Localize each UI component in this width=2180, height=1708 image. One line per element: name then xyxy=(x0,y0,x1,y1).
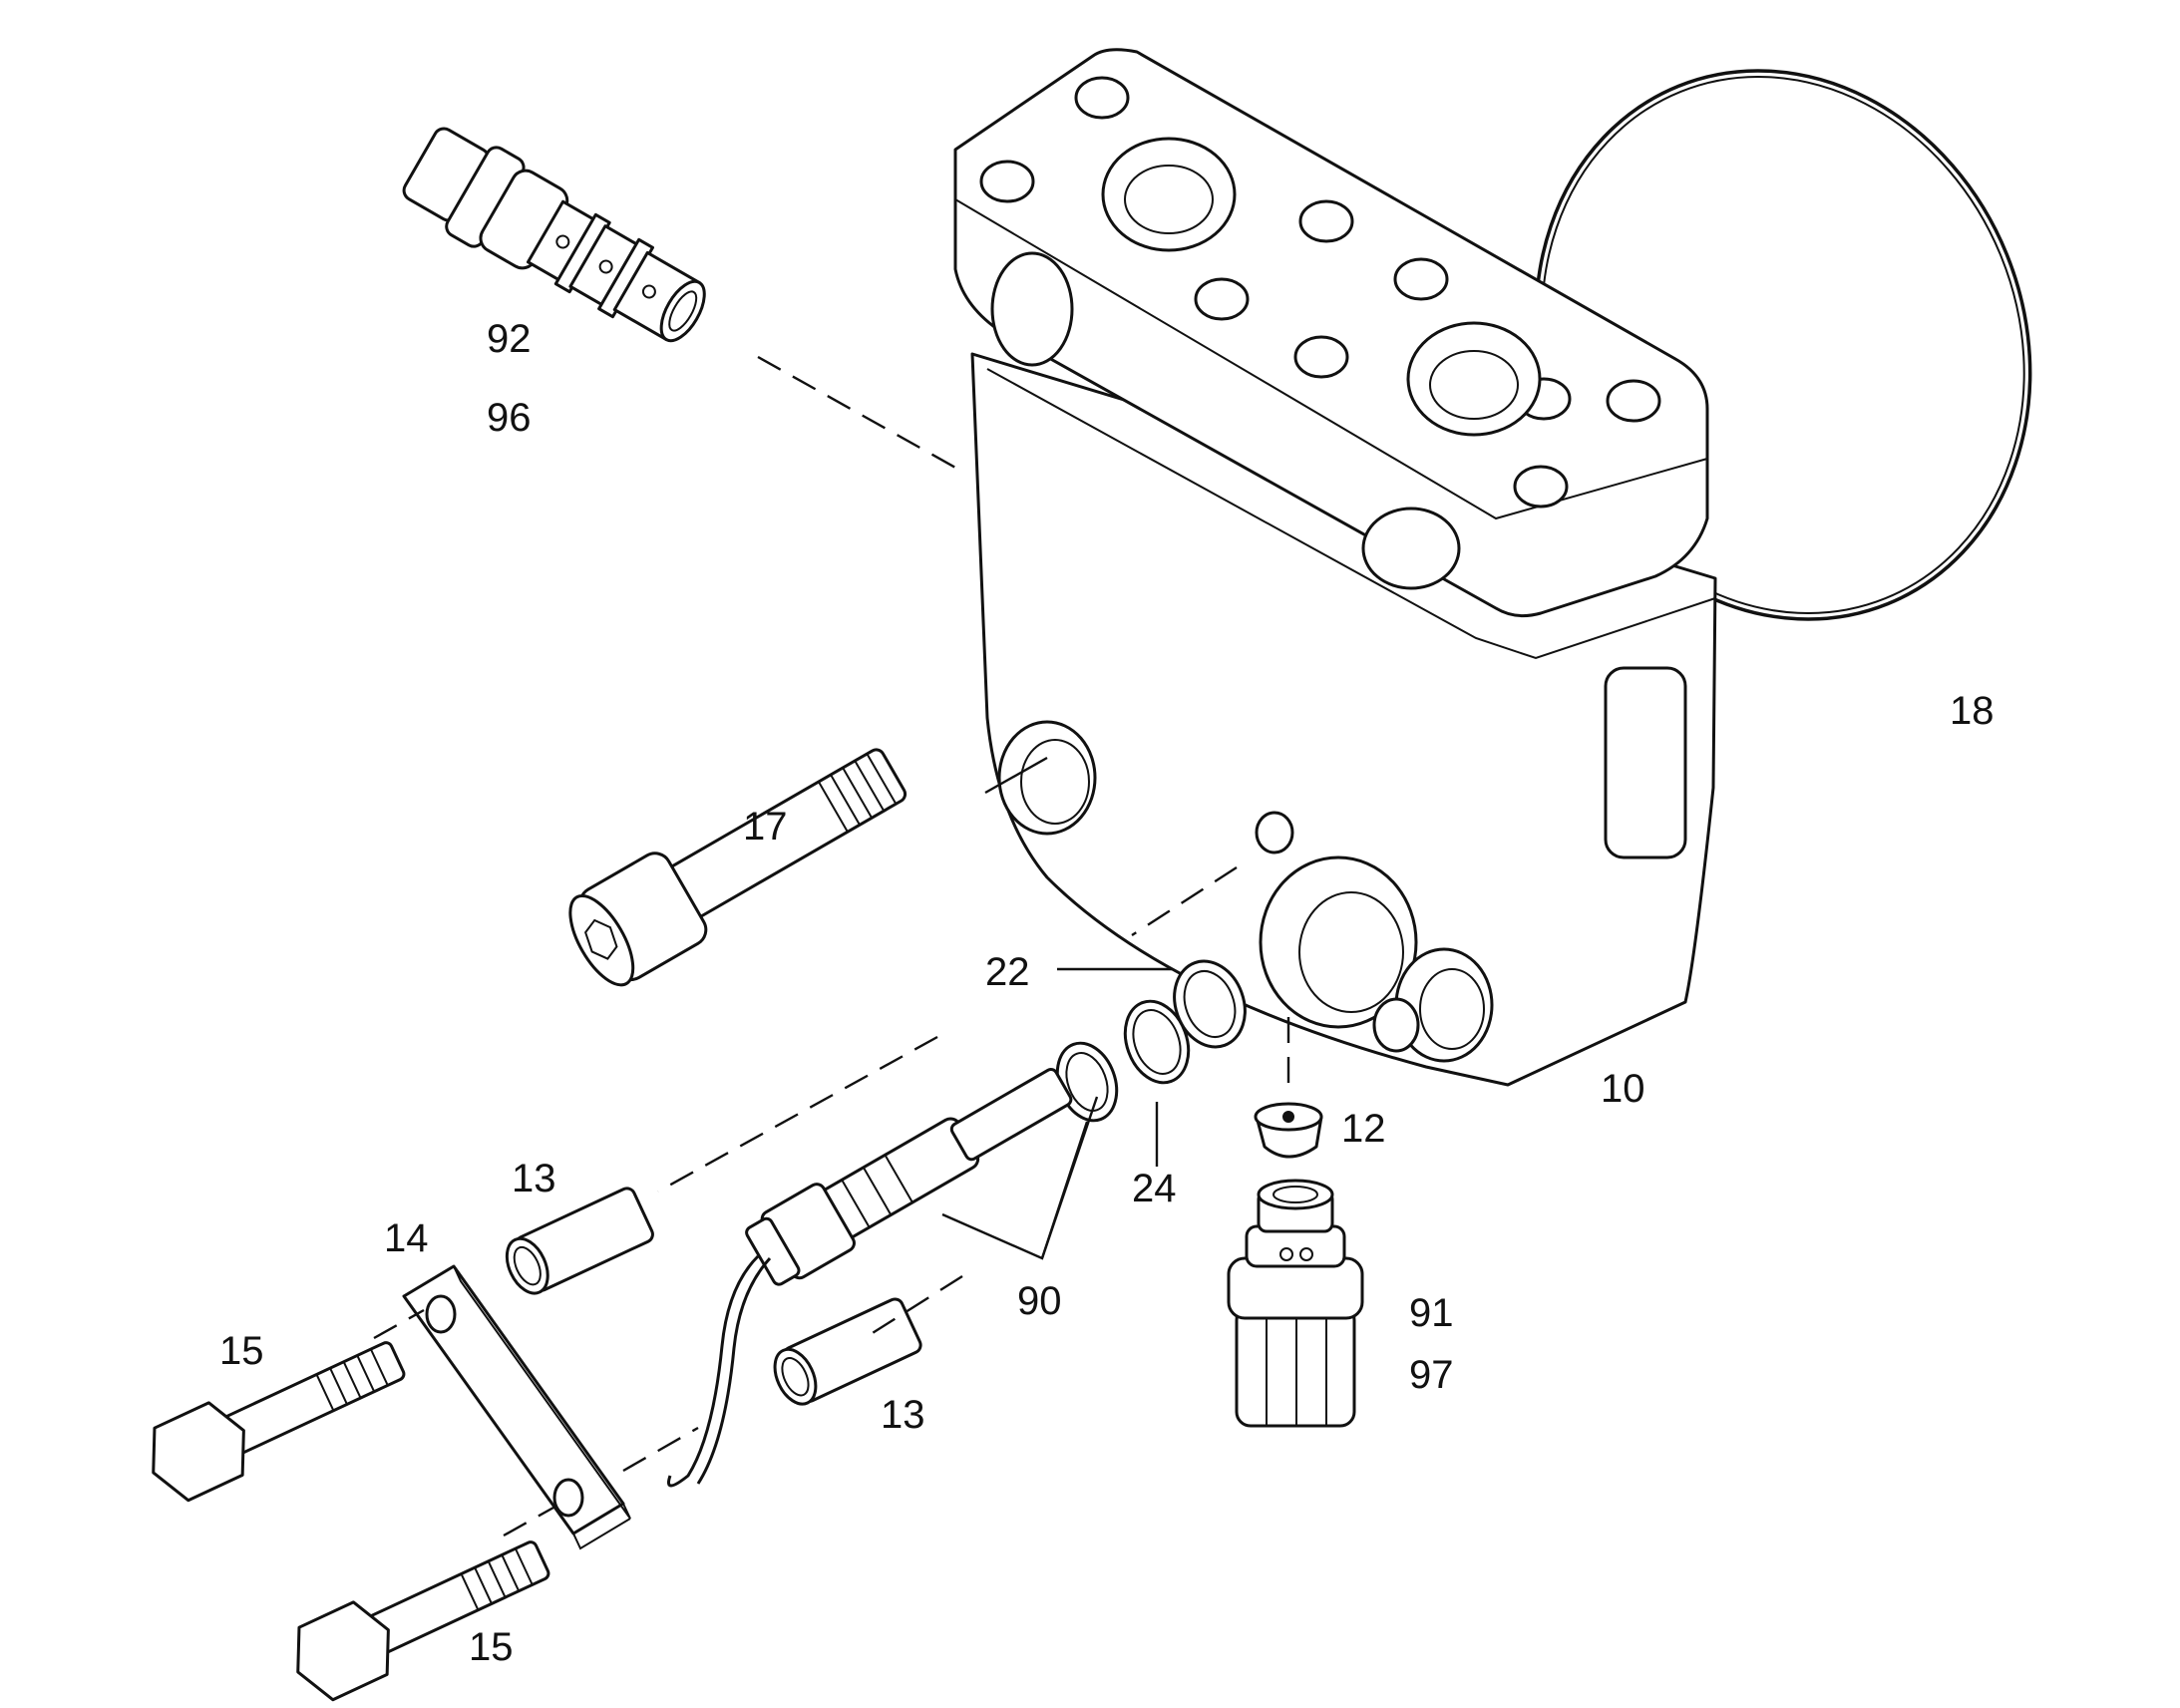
plug-12 xyxy=(1254,1102,1323,1159)
label-17: 17 xyxy=(743,805,788,849)
label-91: 91 xyxy=(1409,1291,1454,1335)
valve-housing-10 xyxy=(953,48,1717,1087)
label-92: 92 xyxy=(487,317,532,361)
label-22: 22 xyxy=(985,950,1030,994)
label-12: 12 xyxy=(1341,1107,1386,1151)
label-13-lower: 13 xyxy=(881,1393,925,1437)
label-24: 24 xyxy=(1132,1167,1177,1210)
label-10: 10 xyxy=(1601,1067,1645,1111)
label-90: 90 xyxy=(1017,1279,1062,1323)
hex-bolt-15-lower xyxy=(296,1540,550,1702)
clamp-plate-14 xyxy=(402,1264,631,1550)
label-15-upper: 15 xyxy=(219,1329,264,1373)
label-18: 18 xyxy=(1950,689,1995,733)
snap-ring-24 xyxy=(1123,999,1191,1085)
callout-labels: 92 96 18 17 22 10 12 24 13 14 90 91 97 1… xyxy=(219,317,1995,1669)
label-97: 97 xyxy=(1409,1353,1454,1397)
label-96: 96 xyxy=(487,396,532,440)
leader-lines xyxy=(941,756,1172,1260)
pressure-switch-90 xyxy=(667,1067,1073,1488)
label-13-upper: 13 xyxy=(512,1157,556,1200)
cartridge-valve-92 xyxy=(402,127,706,343)
label-15-lower: 15 xyxy=(469,1625,514,1669)
label-14: 14 xyxy=(384,1216,429,1260)
bushing-13-upper xyxy=(505,1187,654,1295)
socket-head-screw-17 xyxy=(568,748,908,987)
hex-bolt-15-upper xyxy=(152,1341,406,1503)
assembly-center-lines xyxy=(373,355,1290,1537)
relief-valve-91 xyxy=(1227,1179,1364,1428)
